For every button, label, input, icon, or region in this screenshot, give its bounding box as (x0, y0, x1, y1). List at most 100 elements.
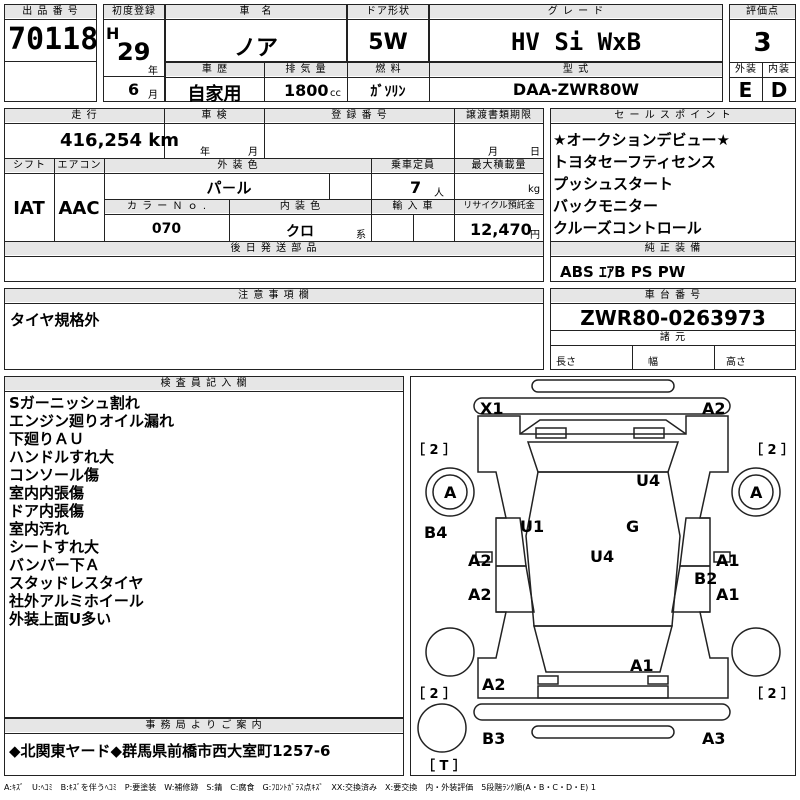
tire-label: ［ 2 ］ (412, 686, 456, 702)
inspector-item: 室内汚れ (9, 520, 70, 538)
front-right-wheel-inner (738, 474, 774, 510)
damage-mark: B2 (694, 569, 717, 588)
height-label: 高さ (726, 357, 746, 368)
inspection-label: 車 検 (165, 109, 264, 122)
rear-bumper (537, 685, 669, 699)
sales-points-label: セ ー ル ス ポ イ ン ト (551, 109, 795, 122)
recycle-unit: 円 (530, 230, 540, 241)
sales-points-box (550, 108, 796, 282)
damage-mark: A2 (468, 551, 492, 570)
car-name: ノア (233, 36, 278, 61)
sales-points-list: ★オークションデビュー★ トヨタセーフティセンス プッシュスタート バックモニタ… (553, 129, 730, 239)
transfer-day: 日 (530, 147, 540, 158)
wiper-right (633, 427, 665, 439)
regno-label: 登 録 番 号 (265, 109, 454, 122)
rear-lower-bumper (473, 703, 731, 721)
month-unit: 月 (148, 90, 158, 101)
first-reg-box (103, 4, 165, 102)
grade-box (429, 4, 723, 62)
damage-mark: A1 (630, 656, 654, 675)
dims-label: 諸 元 (659, 332, 687, 343)
inspector-item: ハンドルすれ大 (9, 448, 115, 466)
door-box (347, 4, 429, 62)
year-unit: 年 (148, 66, 158, 77)
damage-mark: B3 (482, 729, 505, 748)
damage-mark: B4 (424, 523, 447, 542)
inspector-item: シートすれ大 (9, 538, 100, 556)
door-label: ドア形状 (348, 5, 428, 18)
chassis-box (550, 288, 796, 370)
rear-window (533, 625, 673, 673)
sales-point: クルーズコントロール (553, 219, 702, 237)
score: 3 (753, 28, 772, 58)
recycle-label: リサイクル預託金 (455, 200, 543, 213)
inspector-item: バンパー下Ａ (9, 556, 100, 574)
damage-mark: A2 (468, 585, 492, 604)
rear-right-door (671, 565, 710, 613)
era: H (106, 24, 120, 43)
damage-mark: A2 (482, 675, 506, 694)
capacity-label: 乗車定員 (372, 159, 454, 172)
ac-label: エアコン (55, 159, 104, 172)
notes-box (4, 288, 544, 370)
score-label: 評価点 (730, 5, 795, 18)
windshield (526, 441, 680, 473)
inspector-item: Sガーニッシュ割れ (9, 394, 140, 412)
hood (519, 419, 687, 435)
notes-label: 注 意 事 項 欄 (5, 289, 543, 302)
insp-month-unit: 月 (248, 147, 258, 158)
chassis-number: ZWR80-0263973 (580, 306, 766, 330)
transfer-label: 譲渡書類期限 (455, 109, 543, 122)
intcolor-unit: 系 (356, 230, 366, 241)
interior-color: クロ (286, 224, 314, 240)
inspector-item: ドア内張傷 (9, 502, 85, 520)
left-mirror (475, 551, 493, 563)
row2-box (4, 108, 544, 282)
office-info: ◆北関東ヤード◆群馬県前橋市西大室町1257-6 (9, 742, 331, 760)
damage-mark: A (444, 483, 457, 502)
width-label: 幅 (648, 357, 658, 368)
reg-month: 6 (128, 80, 140, 99)
damage-mark: U4 (590, 547, 614, 566)
import-label: 輸 入 車 (372, 200, 454, 213)
disp-label: 排 気 量 (265, 63, 347, 76)
front-bumper-top (531, 379, 675, 393)
spare-wheel (417, 703, 467, 753)
sales-point: プッシュスタート (553, 175, 674, 193)
damage-mark: A2 (702, 399, 726, 418)
int-label: 内装 (768, 64, 790, 75)
tire-label: ［ 2 ］ (750, 686, 794, 702)
mileage-label: 走 行 (5, 109, 164, 122)
damage-mark: A1 (716, 585, 740, 604)
shift: IAT (13, 198, 45, 219)
inspector-box (4, 376, 404, 718)
transfer-month: 月 (488, 147, 498, 158)
first-reg-label: 初度登録 (104, 5, 164, 18)
inspector-item: 下廻りＡＵ (9, 430, 85, 448)
color-number: 070 (151, 221, 182, 237)
sales-point: バックモニター (553, 197, 659, 215)
damage-mark: U1 (520, 517, 544, 536)
damage-mark: A (750, 483, 763, 502)
front-left-wheel-inner (432, 474, 468, 510)
front-right-door (679, 517, 710, 567)
inspector-item: コンソール傷 (9, 466, 100, 484)
inspector-item: 社外アルミホイール (9, 592, 144, 610)
damage-mark: A3 (702, 729, 726, 748)
rear-lower-bumper-2 (531, 725, 675, 739)
displacement: 1800 (284, 81, 329, 100)
fuel-label: 燃 料 (348, 63, 429, 76)
office-label: 事 務 局 よ り ご 案 内 (5, 719, 403, 732)
ext-label: 外装 (735, 64, 757, 75)
right-mirror (713, 551, 731, 563)
color-label: 外 装 色 (105, 159, 371, 172)
sales-point: ★オークションデビュー★ (553, 131, 730, 149)
load-label: 最大積載量 (455, 159, 543, 172)
grade-label: グ レ ー ド (430, 5, 722, 18)
tire-label: ［ T ］ (422, 758, 466, 774)
damage-mark: A1 (716, 551, 740, 570)
reg-year: 29 (117, 38, 151, 66)
tire-label: ［ 2 ］ (412, 442, 456, 458)
damage-mark: G (626, 517, 639, 536)
car-name-box (165, 4, 347, 62)
